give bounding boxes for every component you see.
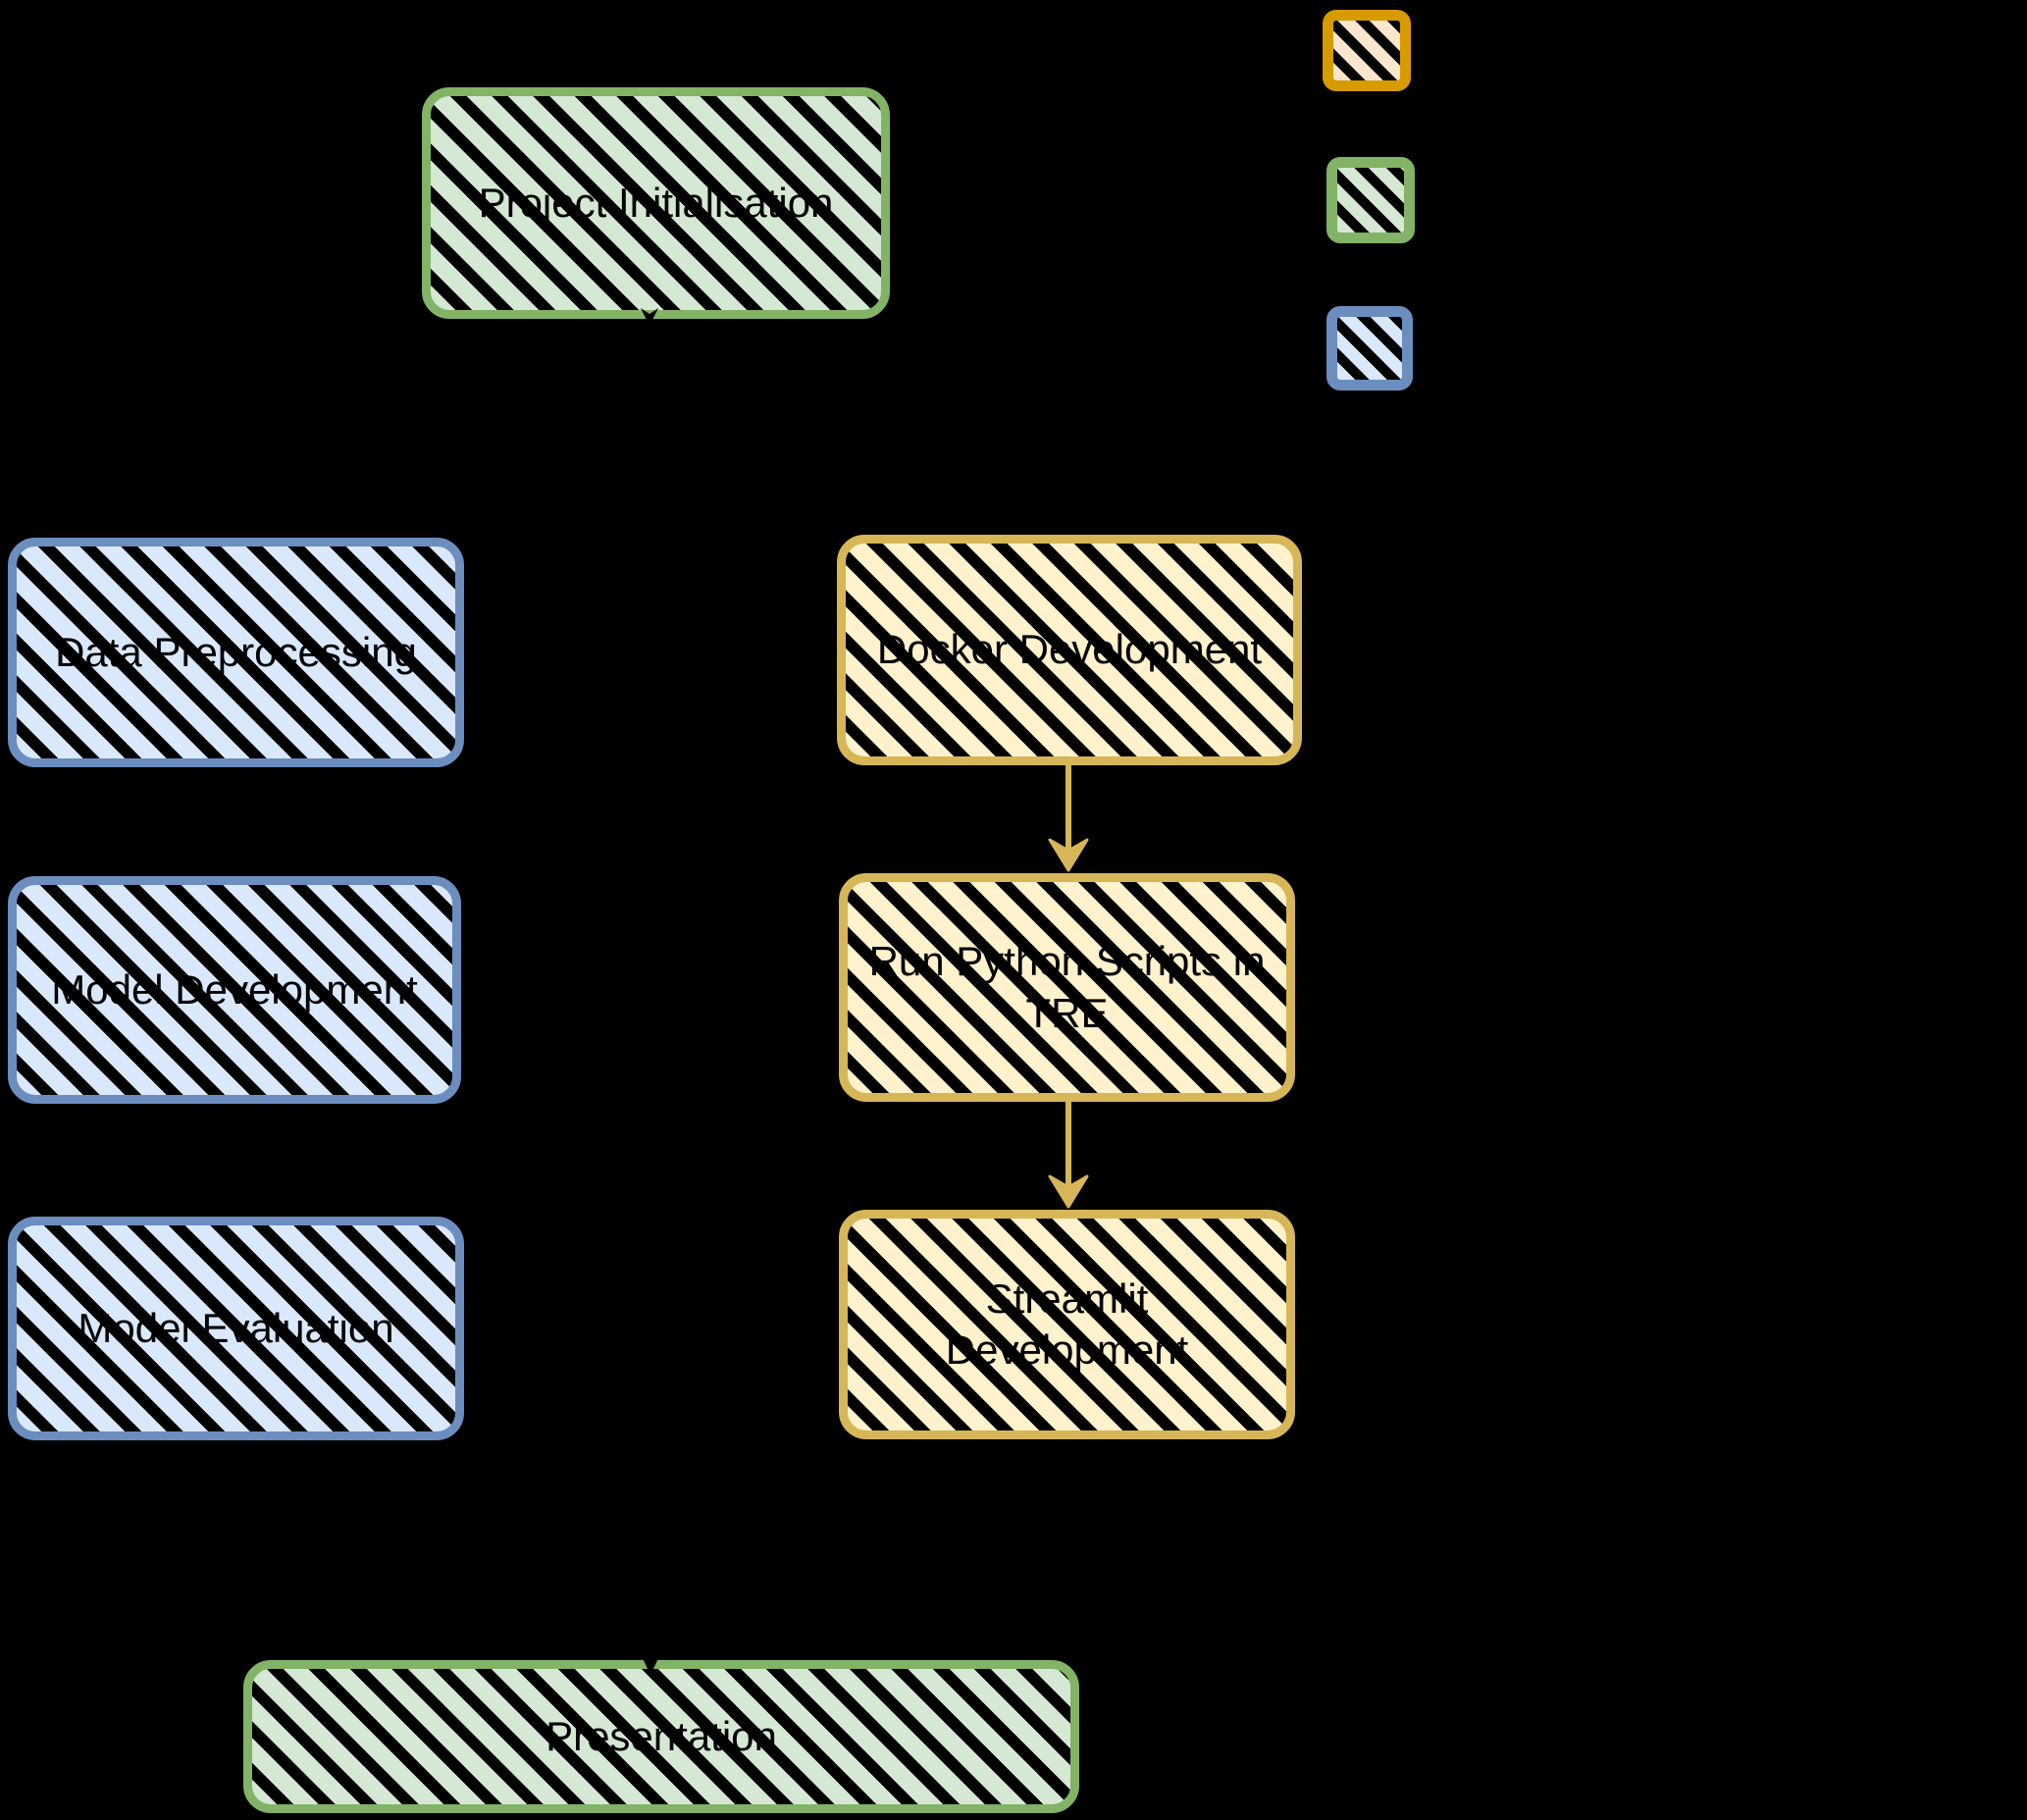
- node-label-run-python-scripts-in-tre: Run Python Scripts in TRE: [868, 938, 1266, 1036]
- legend-swatch-blue: [1326, 306, 1413, 390]
- node-label-project-initialisation: Project Initialisation: [478, 179, 834, 226]
- node-model-evaluation: Model Evaluation: [8, 1217, 464, 1440]
- node-project-initialisation: Project Initialisation: [422, 87, 890, 319]
- legend-swatch-orange: [1323, 10, 1411, 91]
- node-presentation: Presentation: [243, 1660, 1079, 1813]
- node-label-presentation: Presentation: [546, 1712, 777, 1759]
- node-label-model-evaluation: Model Evaluation: [78, 1304, 394, 1351]
- node-model-development: Model Development: [8, 876, 461, 1104]
- node-run-python-scripts-in-tre: Run Python Scripts in TRE: [839, 873, 1295, 1102]
- node-label-docker-development: Docker Development: [876, 626, 1263, 673]
- node-label-streamlit-development: Streamlit Development: [945, 1274, 1189, 1374]
- node-label-data-preprocessing: Data Preprocessing: [55, 628, 417, 675]
- node-label-model-development: Model Development: [51, 965, 418, 1013]
- node-data-preprocessing: Data Preprocessing: [8, 538, 464, 767]
- node-docker-development: Docker Development: [837, 535, 1302, 765]
- node-streamlit-development: Streamlit Development: [839, 1210, 1295, 1439]
- arrow-tre-to-streamlit: [1048, 1102, 1089, 1209]
- legend-swatch-green: [1326, 157, 1415, 243]
- arrow-docker-to-tre: [1048, 765, 1089, 872]
